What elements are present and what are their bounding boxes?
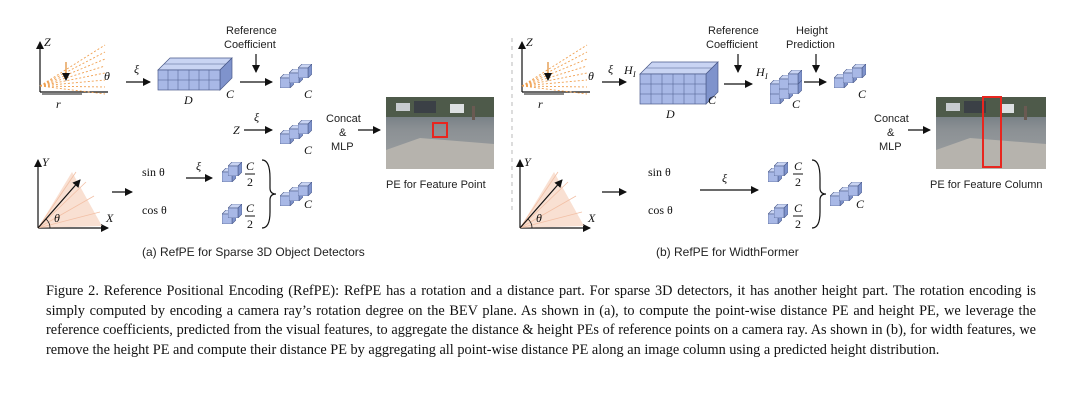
r-vector-label-b: r [538, 97, 543, 111]
xi-label-top-b: ξ [608, 62, 614, 76]
C-label-b3: C [858, 87, 867, 101]
amp-label: & [339, 127, 347, 139]
z-input-label: Z [233, 123, 240, 137]
ray-fan-yx-b: Y X θ [516, 155, 596, 232]
frac-den-b1: 2 [795, 175, 801, 189]
xi-label-top: ξ [134, 62, 140, 76]
theta-angle-label-b: θ [536, 211, 542, 225]
rotation-pe-cubes-lower-b [768, 204, 788, 224]
theta-vector-label: θ [104, 69, 110, 83]
C-label-4: C [304, 197, 313, 211]
sin-theta-label: sin θ [142, 165, 165, 179]
distance-pe-grid: D C [157, 57, 235, 107]
rotation-pe-cubes-upper [222, 162, 242, 182]
axis-z-label: Z [44, 35, 51, 49]
theta-vector-label-b: θ [588, 69, 594, 83]
camera-image-column [936, 96, 1046, 169]
D-label: D [183, 93, 193, 107]
frac-den-1: 2 [247, 175, 253, 189]
height-prediction-label-1: Height [796, 25, 828, 37]
reference-coefficient-label-2: Coefficient [224, 39, 276, 51]
rotation-pe-cubes-lower [222, 204, 242, 224]
axis-x-label: X [105, 211, 114, 225]
pe-feature-point-label: PE for Feature Point [386, 179, 486, 191]
cos-theta-label-b: cos θ [648, 203, 673, 217]
ray-fan-z: Z θ r [36, 35, 110, 111]
reference-coefficient-label-1: Reference [226, 25, 277, 37]
pe-feature-column-label: PE for Feature Column [930, 179, 1043, 191]
amp-label-b: & [887, 127, 895, 139]
C-label-b: C [708, 93, 717, 107]
concat-label: Concat [326, 113, 361, 125]
H-label: H [623, 63, 634, 77]
height-prediction-label-2: Prediction [786, 39, 835, 51]
sin-theta-label-b: sin θ [648, 165, 671, 179]
H-label-2: H [755, 65, 766, 79]
distance-pe-volume: D C [639, 61, 719, 121]
H-sub-label-2: I [764, 72, 768, 81]
xi-label-bottom-b: ξ [722, 171, 728, 185]
xi-label-mid: ξ [254, 110, 260, 124]
figure-diagram: Z θ r ξ D C Reference Coefficient [34, 25, 1046, 259]
subcaption-a: (a) RefPE for Sparse 3D Object Detectors [142, 245, 365, 259]
subcaption-b: (b) RefPE for WidthFormer [656, 245, 799, 259]
column-distance-pe-cubes [834, 64, 866, 88]
panel-b: Z θ r ξ H I D C Reference Coefficient [516, 25, 1046, 259]
D-label-b: D [665, 107, 675, 121]
frac-num-b2: C [794, 201, 803, 215]
mlp-label-b: MLP [879, 141, 902, 153]
axis-y-label-b: Y [524, 155, 532, 169]
C-label-b2: C [792, 97, 801, 111]
rotation-pe-cubes-upper-b [768, 162, 788, 182]
ray-fan-yx: Y X θ [34, 155, 114, 232]
camera-image-point [386, 97, 494, 169]
frac-den-b2: 2 [795, 217, 801, 231]
C-label-2: C [304, 87, 313, 101]
C-label-b4: C [856, 197, 865, 211]
theta-angle-label: θ [54, 211, 60, 225]
point-distance-pe-cubes [280, 64, 312, 88]
frac-num-b1: C [794, 159, 803, 173]
xi-label-bottom: ξ [196, 159, 202, 173]
height-pe-cubes [280, 120, 312, 144]
reference-coefficient-label-b2: Coefficient [706, 39, 758, 51]
reference-coefficient-label-b1: Reference [708, 25, 759, 37]
frac-num-1: C [246, 159, 255, 173]
panel-a: Z θ r ξ D C Reference Coefficient [34, 25, 494, 259]
ray-fan-z-b: Z θ r [518, 35, 594, 111]
figure-caption: Figure 2. Reference Positional Encoding … [46, 283, 1036, 358]
concat-label-b: Concat [874, 113, 909, 125]
frac-den-2: 2 [247, 217, 253, 231]
C-label-3: C [304, 143, 313, 157]
mlp-label: MLP [331, 141, 354, 153]
axis-x-label-b: X [587, 211, 596, 225]
C-label: C [226, 87, 235, 101]
cos-theta-label: cos θ [142, 203, 167, 217]
axis-z-label-b: Z [526, 35, 533, 49]
axis-y-label: Y [42, 155, 50, 169]
H-sub-label: I [632, 70, 636, 79]
frac-num-2: C [246, 201, 255, 215]
r-vector-label: r [56, 97, 61, 111]
